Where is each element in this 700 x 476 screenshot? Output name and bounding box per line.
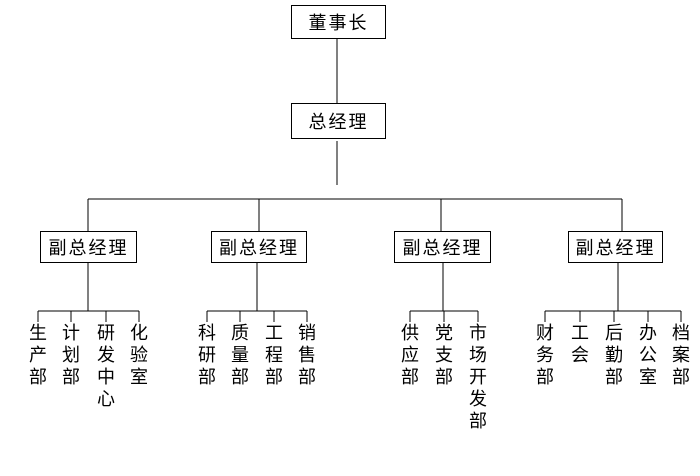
deputy-manager-box-2: 副总经理 [211,231,307,263]
department-label: 化验室 [130,323,148,388]
deputy-manager-box-3: 副总经理 [394,231,491,263]
department-label: 研发中心 [97,323,115,410]
department-label: 党支部 [435,323,453,388]
department-label: 财务部 [536,323,554,388]
department-label: 销售部 [298,323,316,388]
department-label: 工程部 [265,323,283,388]
department-label: 供应部 [401,323,419,388]
deputy-manager-box-1: 副总经理 [40,231,137,263]
department-label: 工会 [571,323,589,366]
department-label: 生产部 [29,323,47,388]
department-label: 办公室 [639,323,657,388]
department-label: 计划部 [62,323,80,388]
department-label: 质量部 [231,323,249,388]
department-label: 后勤部 [605,323,623,388]
department-label: 市场开发部 [469,323,487,432]
deputy-manager-box-4: 副总经理 [568,231,663,263]
chairman-box: 董事长 [291,5,386,39]
general-manager-box: 总经理 [291,103,386,139]
department-label: 科研部 [198,323,216,388]
department-label: 档案部 [672,323,690,388]
